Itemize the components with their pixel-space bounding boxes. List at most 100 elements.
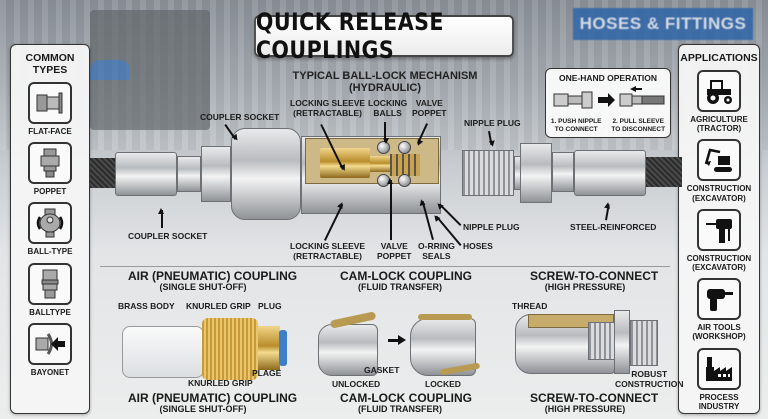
- excavator-icon: [697, 139, 741, 182]
- type-label: BALL-TYPE: [27, 247, 73, 257]
- label-thread: THREAD: [512, 301, 548, 311]
- page-title: QUICK RELEASE COUPLINGS: [254, 8, 514, 64]
- screw-title: SCREW-TO-CONNECT(HIGH PRESSURE): [530, 270, 658, 292]
- locking-ball: [398, 141, 411, 154]
- inner-thread: [588, 322, 616, 360]
- type-item-poppet: POPPET: [11, 142, 89, 196]
- factory-icon: [697, 347, 741, 390]
- label-line: CONSTRUCTION: [615, 378, 684, 389]
- section-title: SCREW-TO-CONNECT: [530, 269, 659, 283]
- locking-ball: [398, 174, 411, 187]
- coupler-socket-body: [231, 128, 301, 220]
- step-1-line2: TO CONNECT: [554, 125, 598, 133]
- valve-body-brass: [320, 148, 370, 178]
- application-label: CONSTRUCTION(EXCAVATOR): [687, 254, 751, 272]
- left-hex: [201, 146, 231, 202]
- application-item: CONSTRUCTION(EXCAVATOR): [679, 208, 759, 272]
- leader-arrow: [384, 122, 386, 142]
- blue-seal-ring: [279, 330, 287, 366]
- label-coupler-socket-top: COUPLER SOCKET: [200, 112, 280, 122]
- application-label-line1: AGRICULTURE: [690, 115, 748, 124]
- application-label-line2: (TRACTOR): [696, 124, 742, 134]
- camlock-unlocked: [318, 324, 378, 376]
- push-pull-illustration: [553, 86, 665, 109]
- label-line: SEALS: [422, 250, 451, 261]
- label-plage: PLAGE: [252, 368, 282, 378]
- cam-arm-closed: [418, 314, 472, 320]
- label-nipple-plug-side: NIPPLE PLUG: [463, 222, 520, 232]
- label-knurled-grip-bottom: KNURLED GRIP: [188, 378, 253, 388]
- application-label: CONSTRUCTION(EXCAVATOR): [687, 184, 751, 202]
- type-label: BAYONET: [30, 367, 70, 377]
- step-2-line1: 2. PULL SLEEVE: [612, 118, 664, 126]
- panel-title: COMMON TYPES: [25, 52, 75, 76]
- application-label-line1: PROCESS: [699, 392, 739, 402]
- label-locking-sleeve-top: LOCKING SLEEVE(RETRACTABLE): [290, 98, 365, 119]
- application-label-line1: AIR TOOLS: [697, 323, 741, 333]
- screw-hex: [614, 310, 630, 374]
- label-line: LOCKING: [368, 98, 408, 108]
- air-coupling-footer-title: AIR (PNEUMATIC) COUPLING(SINGLE SHUT-OFF…: [128, 392, 297, 414]
- leader-arrow: [605, 204, 610, 221]
- screw-footer-title: SCREW-TO-CONNECT(HIGH PRESSURE): [530, 392, 658, 414]
- section-subtitle: (SINGLE SHUT-OFF): [159, 403, 247, 414]
- application-item: AGRICULTURE(TRACTOR): [679, 70, 759, 133]
- right-nut: [552, 152, 574, 192]
- common-types-panel: COMMON TYPES FLAT-FACE POPPET BALL-TYPE …: [10, 44, 90, 414]
- clear-sleeve: [122, 326, 204, 378]
- label-steel-reinforced: STEEL-REINFORCED: [570, 222, 657, 232]
- type-label: POPPET: [33, 187, 67, 197]
- label-line: VALVE: [415, 98, 443, 108]
- application-label-line2: INDUSTRY: [698, 401, 740, 411]
- label-line: VALVE: [380, 241, 408, 251]
- applications-panel: APPLICATIONS AGRICULTURE(TRACTOR) CONSTR…: [678, 44, 760, 414]
- background-sign: HOSES & FITTINGS: [573, 8, 753, 40]
- label-line: POPPET: [412, 107, 447, 118]
- valve-spring: [390, 154, 420, 176]
- label-line: BALLS: [373, 107, 402, 118]
- application-label-line2: (EXCAVATOR): [692, 262, 746, 272]
- drill-icon: [697, 208, 741, 251]
- ball-type-coupling-icon: [28, 202, 72, 245]
- section-subtitle: (SINGLE SHUT-OFF): [159, 281, 247, 292]
- label-knurled-grip-top: KNURLED GRIP: [186, 301, 251, 311]
- type-item-flat-face: FLAT-FACE: [11, 82, 89, 136]
- label-plug: PLUG: [258, 301, 282, 311]
- bayonet-coupling-icon: [28, 322, 72, 365]
- type-item-ball-type: BALL-TYPE: [11, 202, 89, 256]
- label-gasket: GASKET: [364, 365, 400, 375]
- panel-title: APPLICATIONS: [680, 52, 758, 64]
- application-label-line1: CONSTRUCTION: [686, 253, 752, 263]
- nipple-plug-thread: [462, 150, 514, 196]
- brass-plug: [258, 326, 280, 370]
- poppet-coupling-icon: [28, 142, 72, 185]
- cam-lock-footer-title: CAM-LOCK COUPLING(FLUID TRANSFER): [340, 392, 472, 414]
- label-coupler-socket-bottom: COUPLER SOCKET: [128, 231, 208, 241]
- type-item-bayonet: BAYONET: [11, 322, 89, 377]
- leader-arrow: [161, 210, 163, 228]
- left-nut: [177, 156, 201, 192]
- application-label: AIR TOOLS(WORKSHOP): [692, 323, 745, 341]
- callout-title: ONE-HAND OPERATION: [558, 73, 658, 83]
- right-hex: [520, 143, 552, 203]
- section-subtitle: (FLUID TRANSFER): [358, 281, 442, 292]
- type-label: FLAT-FACE: [28, 127, 72, 136]
- label-line: (RETRACTABLE): [293, 250, 362, 261]
- label-nipple-plug-top: NIPPLE PLUG: [464, 118, 521, 128]
- section-divider: [100, 266, 670, 267]
- section-subtitle: (HIGH PRESSURE): [544, 281, 626, 292]
- tractor-icon: [697, 70, 741, 112]
- air-coupling-title: AIR (PNEUMATIC) COUPLING(SINGLE SHUT-OFF…: [128, 270, 297, 292]
- label-line: POPPET: [377, 250, 412, 261]
- label-line: ROBUST: [631, 369, 668, 379]
- section-title: SCREW-TO-CONNECT: [530, 391, 659, 405]
